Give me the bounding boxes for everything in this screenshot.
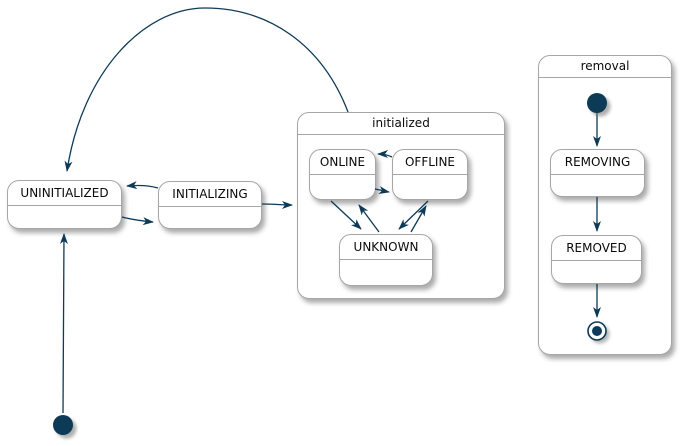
state-removing: REMOVING	[550, 149, 645, 197]
composite-state-removal: removal	[538, 55, 672, 355]
state-compartment	[340, 260, 432, 285]
state-compartment	[8, 206, 121, 228]
state-label: UNINITIALIZED	[8, 181, 121, 206]
state-uninitialized: UNINITIALIZED	[7, 180, 122, 229]
state-online: ONLINE	[309, 149, 376, 200]
shadow	[56, 418, 77, 439]
state-unknown: UNKNOWN	[339, 234, 433, 286]
state-label: REMOVED	[552, 236, 641, 261]
transition-initializing-to-uninitialized	[126, 181, 159, 190]
composite-state-title: initialized	[298, 113, 504, 135]
transition-uninitialized-to-initializing	[121, 216, 154, 226]
state-compartment	[551, 175, 644, 196]
state-compartment	[393, 175, 467, 199]
state-label: REMOVING	[551, 150, 644, 175]
state-offline: OFFLINE	[392, 149, 468, 200]
transition-initializing-to-initialized	[261, 200, 293, 209]
transition-initial-to-uninitialized	[59, 233, 68, 414]
initial-state-icon	[53, 415, 73, 435]
state-compartment	[159, 207, 261, 228]
state-label: ONLINE	[310, 150, 375, 175]
state-compartment	[552, 261, 641, 283]
state-label: OFFLINE	[393, 150, 467, 175]
state-label: INITIALIZING	[159, 182, 261, 207]
state-removed: REMOVED	[551, 235, 642, 284]
state-initializing: INITIALIZING	[158, 181, 262, 229]
state-label: UNKNOWN	[340, 235, 432, 260]
composite-state-title: removal	[539, 56, 671, 78]
state-compartment	[310, 175, 375, 199]
